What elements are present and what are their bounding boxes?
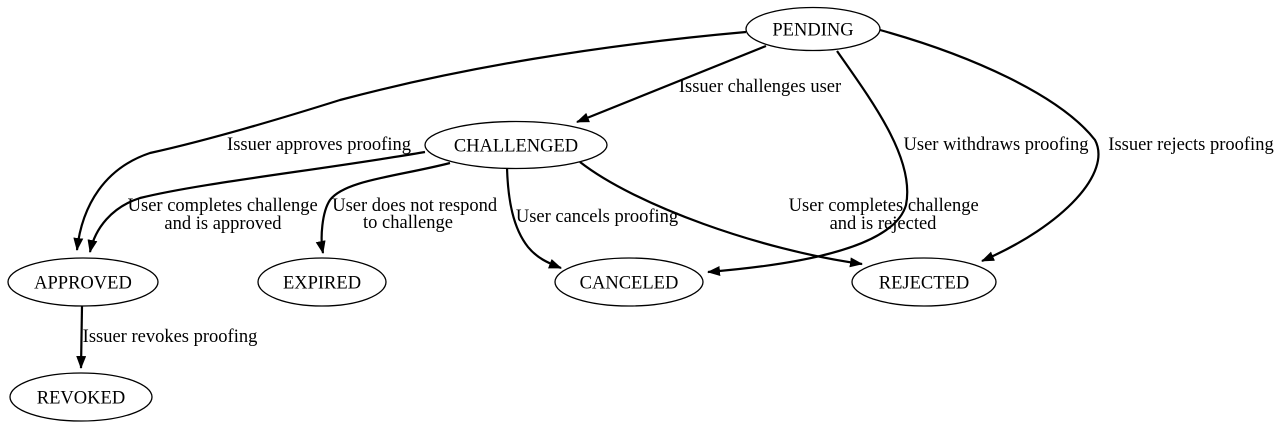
node-canceled: CANCELED <box>554 257 704 307</box>
node-pending-shape <box>745 6 881 52</box>
node-rejected-shape <box>851 257 997 307</box>
edge-label-pending-approved: Issuer approves proofing <box>227 135 411 155</box>
edge-label-pending-canceled: User withdraws proofing <box>904 135 1089 155</box>
node-rejected: REJECTED <box>851 257 997 307</box>
node-challenged-shape <box>424 120 608 170</box>
node-approved: APPROVED <box>7 257 159 307</box>
edges <box>73 28 1100 369</box>
edge-label-line: to challenge <box>363 213 453 233</box>
edge-pending-challenged <box>576 44 767 124</box>
node-expired-shape <box>257 257 387 307</box>
edge-challenged-canceled <box>505 167 562 270</box>
edge-challenged-rejected <box>579 161 863 268</box>
edge-label-challenged-rejected: User completes challenge and is rejected <box>789 196 984 234</box>
edge-labels: Issuer challenges user Issuer approves p… <box>83 77 1274 347</box>
edge-label-challenged-expired: User does not respond to challenge <box>332 196 502 233</box>
edge-label-challenged-approved: User completes challenge and is approved <box>128 196 323 234</box>
node-approved-label: APPROVED <box>34 274 132 294</box>
node-revoked: REVOKED <box>9 372 153 422</box>
node-approved-shape <box>7 257 159 307</box>
edge-label-pending-challenged: Issuer challenges user <box>679 77 841 97</box>
node-canceled-shape <box>554 257 704 307</box>
edge-pending-approved <box>73 30 747 251</box>
edge-label-line: User does not respond <box>332 196 498 216</box>
node-expired: EXPIRED <box>257 257 387 307</box>
edge-label-pending-rejected: Issuer rejects proofing <box>1108 135 1273 155</box>
edge-label-approved-revoked: Issuer revokes proofing <box>83 327 258 347</box>
node-revoked-shape <box>9 372 153 422</box>
edge-challenged-expired <box>315 161 451 254</box>
node-rejected-label: REJECTED <box>879 274 969 294</box>
edge-label-line: and is rejected <box>830 214 938 234</box>
edge-label-challenged-canceled: User cancels proofing <box>516 207 678 227</box>
edge-pending-canceled <box>707 50 909 277</box>
node-challenged-label: CHALLENGED <box>454 137 578 157</box>
node-pending-label: PENDING <box>772 21 853 41</box>
edge-label-line: User completes challenge <box>789 196 979 216</box>
node-revoked-label: REVOKED <box>37 389 125 409</box>
node-challenged: CHALLENGED <box>424 120 608 170</box>
edge-challenged-approved <box>87 150 426 253</box>
node-expired-label: EXPIRED <box>283 274 361 294</box>
nodes: PENDING CHALLENGED APPROVED EXPIRED CANC… <box>7 6 997 422</box>
edge-label-line: User completes challenge <box>128 196 318 216</box>
node-canceled-label: CANCELED <box>580 274 679 294</box>
edge-pending-rejected <box>879 28 1100 263</box>
edge-approved-revoked <box>76 305 87 369</box>
edge-label-line: and is approved <box>164 214 282 234</box>
node-pending: PENDING <box>745 6 881 52</box>
